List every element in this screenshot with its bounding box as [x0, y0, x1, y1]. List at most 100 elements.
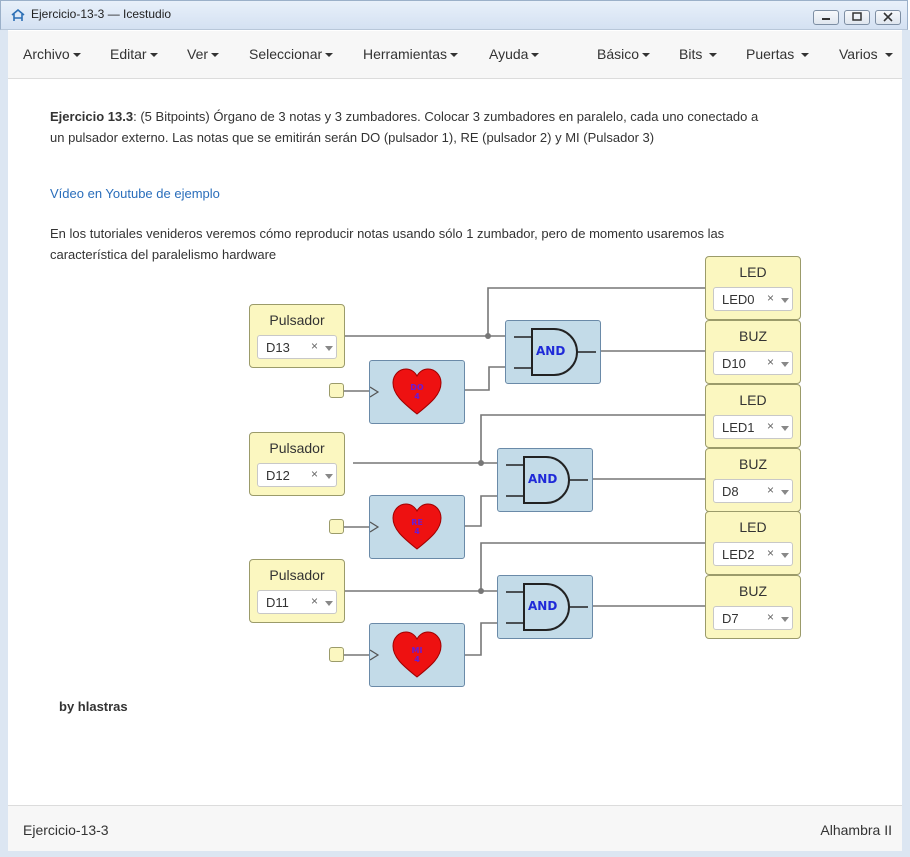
note-name: RE: [411, 518, 423, 527]
window-right-border: [902, 30, 910, 857]
dropdown-arrow-icon[interactable]: [781, 362, 789, 367]
input-pulsador-2[interactable]: Pulsador D12×: [249, 432, 345, 496]
menu-label: Varios: [839, 46, 878, 62]
clear-icon[interactable]: ×: [311, 339, 319, 353]
dropdown-arrow-icon[interactable]: [325, 346, 333, 351]
output-led0[interactable]: LED LED0 ×: [705, 256, 801, 320]
clear-icon[interactable]: ×: [767, 610, 775, 624]
project-name: Ejercicio-13-3: [23, 822, 109, 838]
pin-value: LED0: [722, 292, 755, 307]
dropdown-arrow-icon[interactable]: [325, 474, 333, 479]
caret-down-icon: [531, 53, 540, 58]
and-gate-2[interactable]: AND: [497, 448, 593, 512]
clock-input-icon: [370, 386, 380, 398]
menu-ayuda[interactable]: Ayuda: [489, 46, 540, 62]
constant-input[interactable]: [329, 647, 344, 662]
pin-select[interactable]: LED0 ×: [713, 287, 793, 311]
heart-icon: [392, 368, 442, 415]
pin-value: D8: [722, 484, 739, 499]
close-button[interactable]: [875, 10, 901, 25]
clear-icon[interactable]: ×: [767, 483, 775, 497]
caret-down-icon: [709, 53, 718, 58]
menu-bits[interactable]: Bits: [679, 46, 718, 62]
input-pulsador-1[interactable]: Pulsador D13×: [249, 304, 345, 368]
minimize-button[interactable]: [813, 10, 839, 25]
pin-value: D13: [266, 340, 290, 355]
clear-icon[interactable]: ×: [767, 355, 775, 369]
maximize-button[interactable]: [844, 10, 870, 25]
clear-icon[interactable]: ×: [311, 467, 319, 481]
wire-junction: [478, 588, 484, 594]
output-led2[interactable]: LED LED2×: [705, 511, 801, 575]
note-octave: 4: [414, 527, 420, 536]
output-led1[interactable]: LED LED1×: [705, 384, 801, 448]
author-credit: by hlastras: [59, 699, 128, 714]
clear-icon[interactable]: ×: [311, 594, 319, 608]
constant-input[interactable]: [329, 383, 344, 398]
clock-input-icon: [370, 649, 380, 661]
canvas[interactable]: Ejercicio 13.3: (5 Bitpoints) Órgano de …: [8, 80, 902, 805]
dropdown-arrow-icon[interactable]: [325, 601, 333, 606]
menu-label: Básico: [597, 46, 640, 62]
pin-select[interactable]: D7 ×: [713, 606, 793, 630]
pin-select[interactable]: LED1 ×: [713, 415, 793, 439]
input-pulsador-3[interactable]: Pulsador D11 ×: [249, 559, 345, 623]
note-name: DO: [410, 383, 424, 392]
menu-seleccionar[interactable]: Seleccionar: [249, 46, 334, 62]
exercise-note: En los tutoriales venideros veremos cómo…: [50, 226, 725, 262]
menu-herramientas[interactable]: Herramientas: [363, 46, 459, 62]
gate-label: AND: [528, 472, 558, 486]
menu-label: Seleccionar: [249, 46, 323, 62]
menu-label: Herramientas: [363, 46, 448, 62]
output-buz-d10[interactable]: BUZ D10×: [705, 320, 801, 384]
menu-label: Puertas: [746, 46, 795, 62]
board-name[interactable]: Alhambra II: [820, 822, 892, 838]
menu-puertas[interactable]: Puertas: [746, 46, 810, 62]
block-label: LED: [739, 264, 767, 280]
menu-label: Ayuda: [489, 46, 529, 62]
and-gate-3[interactable]: AND: [497, 575, 593, 639]
pin-value: LED1: [722, 420, 755, 435]
output-buz-d7[interactable]: BUZ D7×: [705, 575, 801, 639]
pin-value: D11: [266, 595, 289, 610]
clear-icon[interactable]: ×: [767, 546, 775, 560]
menu-editar[interactable]: Editar: [110, 46, 158, 62]
pin-select[interactable]: D11 ×: [257, 590, 337, 614]
wire-junction: [485, 333, 491, 339]
dropdown-arrow-icon[interactable]: [781, 426, 789, 431]
pin-select[interactable]: D12×: [257, 463, 337, 487]
dropdown-arrow-icon[interactable]: [781, 490, 789, 495]
output-buz-d8[interactable]: BUZ D8×: [705, 448, 801, 512]
menu-bar: Archivo Editar Ver Seleccionar Herramien…: [8, 31, 902, 79]
dropdown-arrow-icon[interactable]: [781, 298, 789, 303]
clear-icon[interactable]: ×: [767, 291, 775, 305]
menu-varios[interactable]: Varios: [839, 46, 893, 62]
title-bar: Ejercicio-13-3 — Icestudio: [0, 0, 908, 30]
menu-archivo[interactable]: Archivo: [23, 46, 81, 62]
pin-value: D7: [722, 611, 739, 626]
dropdown-arrow-icon[interactable]: [781, 617, 789, 622]
block-label: BUZ: [739, 328, 767, 344]
block-label: Pulsador: [269, 567, 325, 583]
constant-input[interactable]: [329, 519, 344, 534]
clear-icon[interactable]: ×: [767, 419, 775, 433]
pin-select[interactable]: D10×: [713, 351, 793, 375]
dropdown-arrow-icon[interactable]: [781, 553, 789, 558]
exercise-description: Ejercicio 13.3: (5 Bitpoints) Órgano de …: [50, 106, 762, 148]
pin-select[interactable]: D13 ×: [257, 335, 337, 359]
menu-basico[interactable]: Básico: [597, 46, 651, 62]
and-gate-1[interactable]: AND: [505, 320, 601, 384]
wire: [480, 414, 706, 463]
pin-select[interactable]: LED2×: [713, 542, 793, 566]
and-gate-icon: [506, 456, 588, 504]
menu-label: Bits: [679, 46, 703, 62]
pin-select[interactable]: D8 ×: [713, 479, 793, 503]
menu-ver[interactable]: Ver: [187, 46, 220, 62]
status-bar: Ejercicio-13-3 Alhambra II: [8, 805, 902, 851]
youtube-video-link[interactable]: Vídeo en Youtube de ejemplo: [50, 186, 220, 201]
caret-down-icon: [642, 53, 651, 58]
